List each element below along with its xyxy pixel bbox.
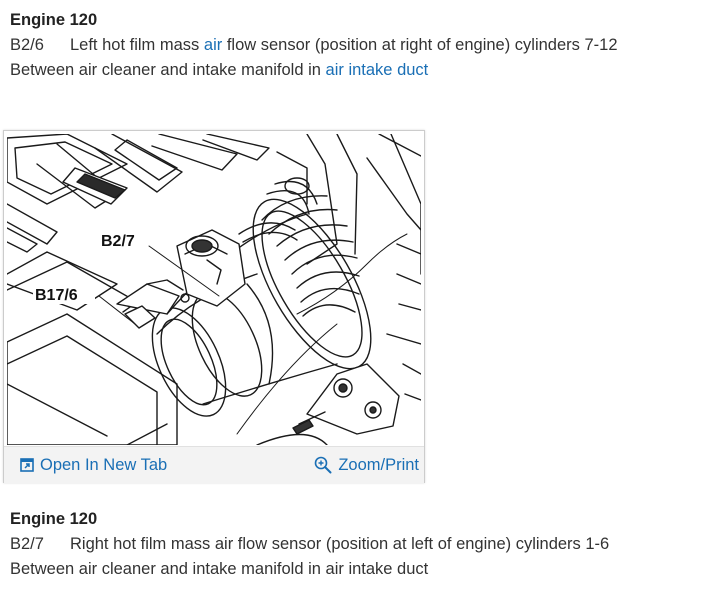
section-heading: Engine 120 [10, 11, 98, 29]
label-b2-7: B2/7 [101, 233, 135, 250]
zoom-icon [315, 456, 332, 474]
component-code: B2/6 [10, 36, 44, 54]
description-text: flow sensor (position at right of engine… [222, 36, 618, 54]
description-block-b2-6: Engine 120 B2/6 Left hot film mass air fl… [10, 8, 710, 83]
location-line: Between air cleaner and intake manifold … [10, 560, 429, 578]
open-new-tab-icon [20, 458, 34, 472]
description-line: B2/7 Right hot film mass air flow sensor … [10, 532, 710, 557]
open-in-new-tab-label: Open In New Tab [40, 456, 168, 474]
description-block-b2-7: Engine 120 B2/7 Right hot film mass air f… [10, 507, 710, 582]
open-in-new-tab-button[interactable]: Open In New Tab [20, 454, 167, 476]
label-b17-6: B17/6 [35, 287, 78, 304]
air-intake-duct-link[interactable]: air intake duct [325, 61, 429, 79]
zoom-print-button[interactable]: Zoom/Print [314, 454, 419, 476]
location-text: Between air cleaner and intake manifold … [10, 61, 326, 79]
engine-line-drawing: B2/7 B17/6 [7, 134, 421, 445]
label-b2-7-bg [95, 230, 145, 250]
figure-toolbar: Open In New Tab Zoom/Print [4, 446, 424, 483]
location-line: Between air cleaner and intake manifold … [10, 58, 710, 83]
air-link[interactable]: air [203, 36, 223, 54]
component-code: B2/7 [10, 535, 44, 553]
section-heading: Engine 120 [10, 510, 98, 528]
label-b17-6-bg [33, 284, 95, 304]
zoom-print-label: Zoom/Print [338, 456, 419, 474]
diagram-figure: B2/7 B17/6 Open In New Tab Zoom/Print [3, 130, 425, 483]
description-line: B2/6 Left hot film mass air flow sensor (… [10, 33, 710, 58]
engine-diagram-image[interactable]: B2/7 B17/6 [7, 134, 421, 445]
description-text: Right hot film mass air flow sensor (pos… [70, 535, 610, 553]
description-text: Left hot film mass [70, 36, 204, 54]
